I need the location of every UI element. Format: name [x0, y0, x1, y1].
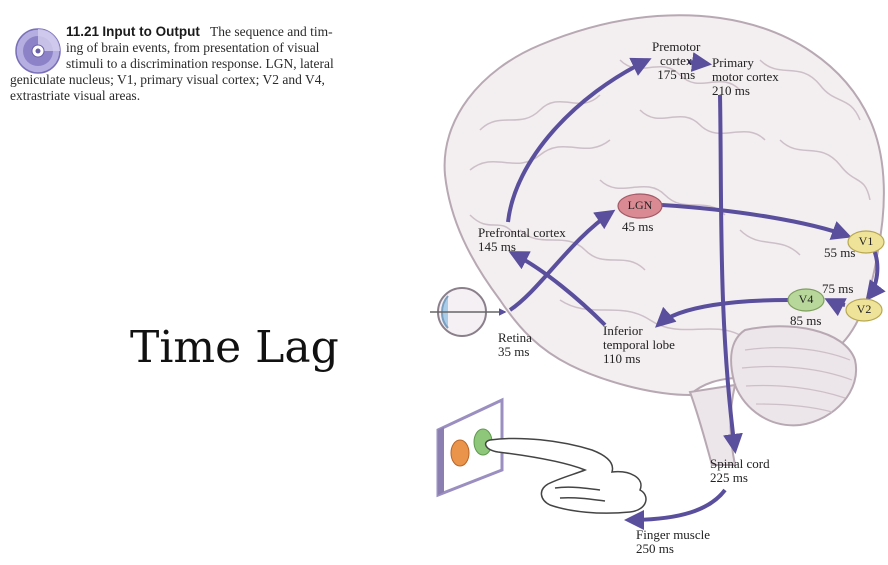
lgn-time: 45 ms	[622, 220, 653, 234]
label-premotor: Premotor cortex 175 ms	[652, 40, 700, 82]
premotor-time: 175 ms	[652, 68, 700, 82]
retina-name: Retina	[498, 331, 532, 345]
label-finger-muscle: Finger muscle 250 ms	[636, 528, 710, 556]
label-prefrontal: Prefrontal cortex 145 ms	[478, 226, 566, 254]
finger-time: 250 ms	[636, 542, 710, 556]
label-retina: Retina 35 ms	[498, 331, 532, 359]
v1-time: 55 ms	[824, 246, 855, 260]
spinal-time: 225 ms	[710, 471, 770, 485]
prefrontal-name: Prefrontal cortex	[478, 226, 566, 240]
prefrontal-time: 145 ms	[478, 240, 566, 254]
it-time: 110 ms	[603, 352, 675, 366]
v4-name: V4	[788, 292, 824, 307]
v2-time: 75 ms	[822, 282, 853, 296]
motor-time: 210 ms	[712, 84, 779, 98]
v2-name: V2	[846, 302, 882, 317]
motor-name-2: motor cortex	[712, 70, 779, 84]
pressing-hand	[486, 438, 646, 513]
lgn-name: LGN	[618, 198, 662, 213]
orange-button	[451, 440, 469, 466]
label-inferior-temporal: Inferior temporal lobe 110 ms	[603, 324, 675, 366]
eye-illustration	[430, 288, 505, 336]
it-name-2: temporal lobe	[603, 338, 675, 352]
v4-time: 85 ms	[790, 314, 821, 328]
finger-name: Finger muscle	[636, 528, 710, 542]
it-name-1: Inferior	[603, 324, 675, 338]
spinal-name: Spinal cord	[710, 457, 770, 471]
premotor-name-1: Premotor	[652, 40, 700, 54]
label-primary-motor: Primary motor cortex 210 ms	[712, 56, 779, 98]
retina-time: 35 ms	[498, 345, 532, 359]
premotor-name-2: cortex	[652, 54, 700, 68]
label-spinal-cord: Spinal cord 225 ms	[710, 457, 770, 485]
motor-name-1: Primary	[712, 56, 779, 70]
